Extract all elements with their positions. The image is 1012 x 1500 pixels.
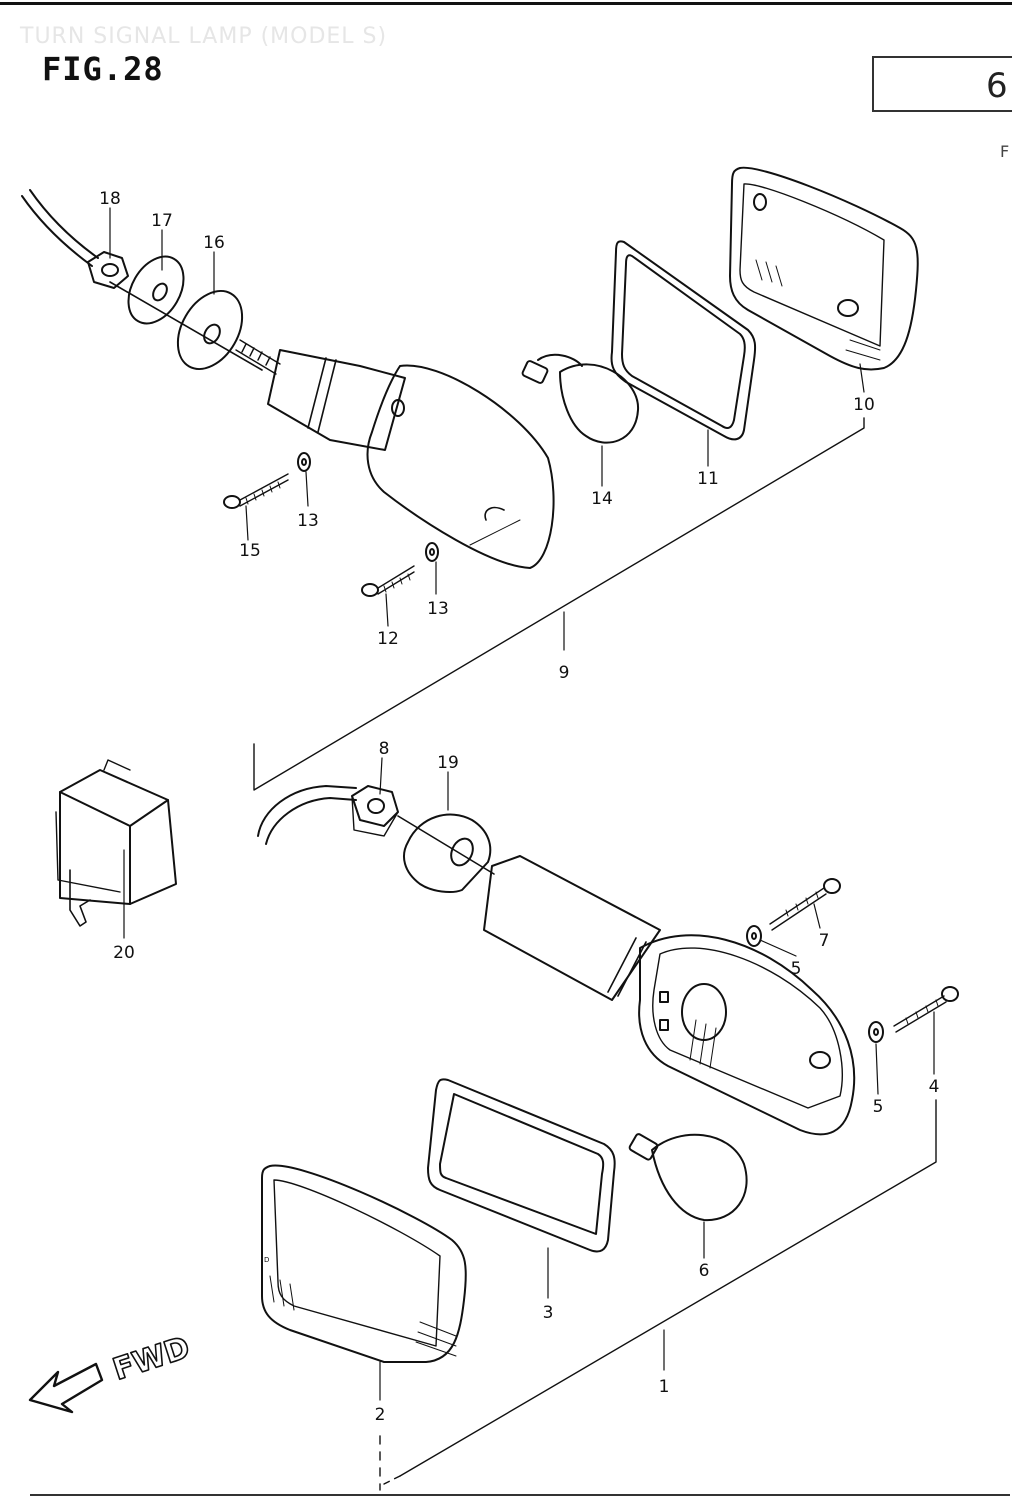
screw-4	[893, 986, 959, 1033]
assembly-bracket-9	[253, 417, 865, 791]
forward-arrow	[28, 1362, 104, 1414]
lower-wire	[257, 785, 357, 837]
callout-20: 20	[113, 943, 135, 963]
fwd-label: FWD	[109, 1330, 194, 1388]
leader-12	[385, 593, 389, 627]
washer-13b	[425, 542, 439, 562]
callout-labels: 18 17 16 10 11 14 15 13 12 13 9 8 19 20 …	[99, 189, 939, 1425]
lower-shaft-axis	[397, 815, 495, 875]
figure-title: FIG.28	[42, 50, 164, 88]
callout-14: 14	[591, 489, 613, 509]
leader-7	[813, 903, 821, 929]
callout-3: 3	[543, 1303, 554, 1323]
bulb-6	[628, 1133, 748, 1222]
bottom-rule	[30, 1494, 1010, 1496]
callout-5a: 5	[791, 959, 802, 979]
callout-2: 2	[375, 1405, 386, 1425]
leader-8	[379, 757, 383, 795]
callout-15: 15	[239, 541, 261, 561]
callout-16: 16	[203, 233, 225, 253]
screw-12	[361, 565, 415, 597]
upper-lamp-housing	[267, 349, 555, 569]
screw-7	[769, 878, 841, 931]
leader-5a	[759, 939, 797, 957]
leader-5b	[875, 1043, 879, 1095]
gasket-11	[610, 240, 757, 441]
washer-13a	[297, 452, 311, 472]
reference-symbol: 6	[986, 66, 1008, 106]
callout-1: 1	[659, 1377, 670, 1397]
svg-text:D: D	[264, 1256, 269, 1264]
corner-mark: F	[1000, 142, 1010, 161]
upper-wire-b	[29, 189, 99, 259]
lens-10	[729, 166, 919, 371]
washer-16	[176, 290, 244, 370]
gasket-3	[427, 1078, 616, 1253]
nut-18	[87, 251, 129, 289]
leader-lines	[109, 207, 935, 1401]
callout-13b: 13	[427, 599, 449, 619]
bracket-1-dash	[383, 1475, 401, 1485]
callout-8: 8	[379, 739, 390, 759]
lower-turn-signal-assembly: D	[257, 785, 959, 1363]
callout-6: 6	[699, 1261, 710, 1281]
callout-5b: 5	[873, 1097, 884, 1117]
callout-10: 10	[853, 395, 875, 415]
lower-wire-b	[265, 797, 357, 845]
callout-18: 18	[99, 189, 121, 209]
assembly-bracket-1	[399, 1099, 937, 1477]
callout-9: 9	[559, 663, 570, 683]
washer-17	[127, 255, 185, 325]
washer-5a	[746, 925, 762, 947]
leader-13a	[305, 471, 309, 507]
callout-13a: 13	[297, 511, 319, 531]
bulb-14	[521, 353, 640, 444]
top-rule	[0, 2, 1012, 5]
faint-title: TURN SIGNAL LAMP (MODEL S)	[20, 24, 388, 49]
leader-10	[859, 363, 865, 393]
relay-20	[55, 759, 177, 927]
callout-7: 7	[819, 931, 830, 951]
upper-wire	[21, 195, 93, 267]
leader-15	[245, 505, 249, 541]
upper-shaft-axis	[109, 281, 263, 371]
upper-turn-signal-assembly	[21, 166, 919, 597]
callout-11: 11	[697, 469, 719, 489]
nut-8	[351, 785, 399, 837]
screw-15	[223, 473, 289, 509]
reference-box: 6	[872, 56, 1012, 112]
washer-5b	[868, 1021, 884, 1043]
callout-17: 17	[151, 211, 173, 231]
grommet-19	[403, 813, 492, 893]
callout-19: 19	[437, 753, 459, 773]
lower-lamp-housing	[483, 855, 856, 1136]
callout-4: 4	[929, 1077, 940, 1097]
callout-12: 12	[377, 629, 399, 649]
threaded-stem	[235, 339, 281, 375]
lens-2: D	[261, 1164, 467, 1363]
